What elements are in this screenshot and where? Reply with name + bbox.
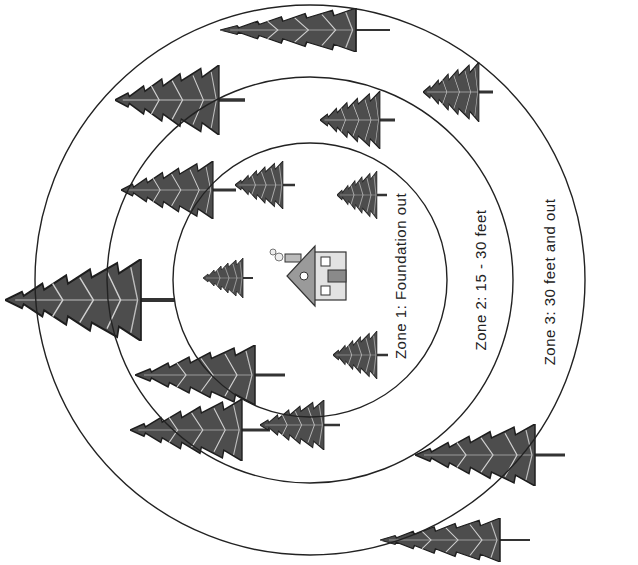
zone-outline <box>106 76 514 484</box>
tree <box>135 345 285 405</box>
zone-circle: Zone 1: Foundation out Zone 2: 15 - 30 fe… <box>106 76 514 484</box>
tree <box>380 518 530 562</box>
tree <box>415 424 565 486</box>
tree <box>130 399 270 461</box>
tree <box>333 331 388 379</box>
zone-boundary <box>35 5 585 555</box>
tree <box>203 258 253 298</box>
tree <box>121 161 236 219</box>
zone-circle: Zone 1: Foundation out Zone 2: 15 - 30 fe… <box>34 4 586 556</box>
zone-label: Zone 2: 15 - 30 feet <box>472 210 490 351</box>
zone-circle: Zone 1: Foundation out <box>172 142 448 418</box>
zone-label: Zone 1: Foundation out <box>392 193 410 359</box>
tree <box>5 259 175 341</box>
tree <box>423 62 493 122</box>
house <box>270 246 346 306</box>
zone-outline <box>34 4 586 556</box>
zone-label: Zone 3: 30 feet and out <box>541 199 559 366</box>
zone-boundary <box>107 77 513 483</box>
tree <box>320 91 395 149</box>
tree <box>260 400 340 450</box>
tree <box>337 171 387 219</box>
tree <box>235 161 295 209</box>
zone-boundary <box>173 143 447 417</box>
tree <box>220 8 390 52</box>
